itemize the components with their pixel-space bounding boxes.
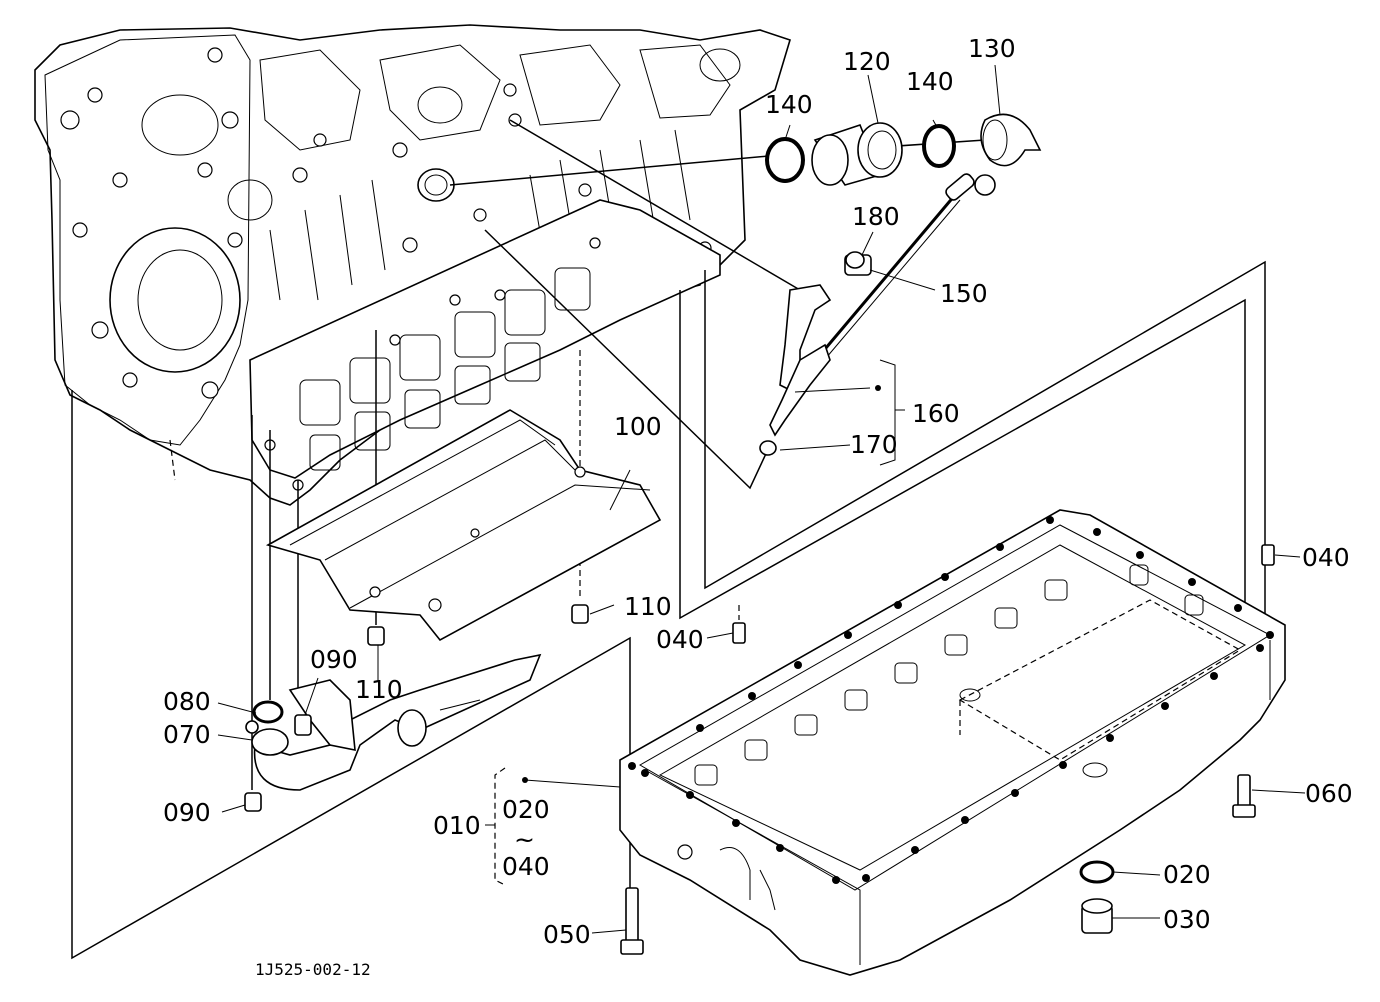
label-100: 100 <box>614 412 662 441</box>
hardware <box>620 544 1275 955</box>
label-180: 180 <box>852 202 900 231</box>
label-150: 150 <box>940 279 988 308</box>
label-030: 030 <box>1163 905 1211 934</box>
oil-pan <box>619 509 1286 976</box>
label-110-right: 110 <box>624 592 672 621</box>
label-080: 080 <box>163 687 211 716</box>
assembly-lines <box>71 119 1266 960</box>
label-range-tilde: ~ <box>514 825 535 854</box>
label-110-left: 110 <box>355 675 403 704</box>
label-020-range-start: 020 <box>502 795 550 824</box>
label-140-right: 140 <box>906 67 954 96</box>
label-010: 010 <box>433 811 481 840</box>
leader-lines <box>217 64 1306 934</box>
label-070: 070 <box>163 720 211 749</box>
figure-code: 1J525-002-12 <box>255 960 371 979</box>
label-040-center: 040 <box>656 625 704 654</box>
dipstick-parts <box>759 173 996 466</box>
label-090-lower: 090 <box>163 798 211 827</box>
engine-block <box>34 24 791 506</box>
label-040-range-end: 040 <box>502 852 550 881</box>
label-090-upper: 090 <box>310 645 358 674</box>
assembly-marker-dot <box>522 777 528 783</box>
label-020: 020 <box>1163 860 1211 889</box>
label-170: 170 <box>850 430 898 459</box>
label-130: 130 <box>968 34 1016 63</box>
label-160: 160 <box>912 399 960 428</box>
label-040-right: 040 <box>1302 543 1350 572</box>
label-060: 060 <box>1305 779 1353 808</box>
oil-strainer <box>244 604 589 812</box>
oil-filler-parts <box>765 113 1042 186</box>
part-labels: 140 120 140 130 180 150 160 170 100 040 … <box>163 34 1353 979</box>
label-120: 120 <box>843 47 891 76</box>
baffle-plate <box>265 409 662 642</box>
label-050: 050 <box>543 920 591 949</box>
label-140-left: 140 <box>765 90 813 119</box>
